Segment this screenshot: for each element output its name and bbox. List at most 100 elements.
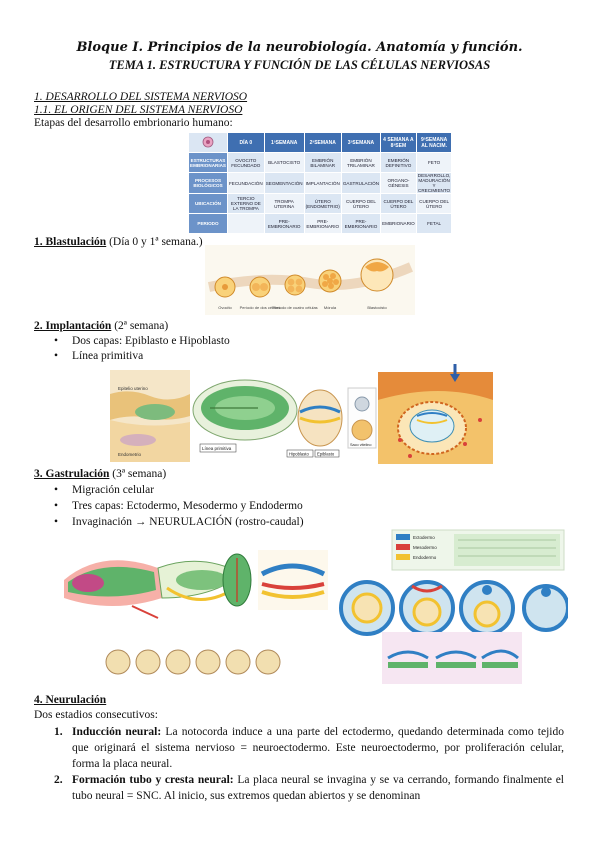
- table-cell: CUERPO DEL ÚTERO: [415, 193, 453, 214]
- table-cell: TROMPA UTERINA: [263, 193, 305, 214]
- bilaminar-section-panel: Hipoblasto Epiblasto: [286, 389, 343, 458]
- table-row: ESTRUCTURAS EMBRIONARIAS OVOCITO FECUNDA…: [188, 152, 453, 173]
- table-cell: DESARROLLO, MADURACIÓN Y CRECIMIENTO: [415, 172, 453, 194]
- table-cell: IMPLANTACIÓN: [303, 172, 342, 194]
- uterine-wall-panel: Epitelio uterino Endometrio: [110, 370, 190, 462]
- table-header-cell: 9ªSEMANA AL NACIM.: [415, 132, 453, 153]
- stage-label: Ovocito: [218, 305, 232, 310]
- embryonic-disc-panel: Línea primitiva: [192, 379, 298, 453]
- cross-section-panel: [382, 632, 522, 684]
- legend-label: Endodermo: [413, 555, 437, 560]
- neurulation-heading: 4. Neurulación: [34, 694, 106, 707]
- table-row-header: UBICACIÓN: [188, 193, 228, 214]
- stage-label: Mórula: [324, 305, 337, 310]
- implantation-diagram: Epitelio uterino Endometrio Línea primit…: [110, 364, 493, 464]
- table-cell: CUERPO DEL ÚTERO: [340, 193, 382, 214]
- morula-stage: [318, 269, 342, 293]
- blastulation-diagram: Ovocito Período de dos células Período d…: [205, 245, 415, 315]
- diagram-label: Línea primitiva: [202, 446, 232, 451]
- neurulation-intro: Dos estadios consecutivos:: [34, 709, 158, 721]
- neurulation-item: 1.Inducción neural: La notocorda induce …: [54, 724, 564, 772]
- gastrulation-title: 3. Gastrulación: [34, 468, 110, 480]
- diagram-label: Epitelio uterino: [118, 386, 148, 391]
- table-cell: ORGANO-GÉNESIS: [380, 172, 417, 194]
- table-cell: FETO: [415, 152, 453, 173]
- table-cell: GASTRULACIÓN: [340, 172, 382, 194]
- legend-swatch-endoderm: [396, 554, 410, 560]
- gastrulation-bullet: Invaginación → NEURULACIÓN (rostro-cauda…: [54, 516, 304, 529]
- table-cell: EMBRIONARIO: [380, 213, 417, 234]
- morula-series-panel: [105, 649, 281, 675]
- blastulation-title: 1. Blastulación: [34, 236, 107, 248]
- development-table: DÍA 0 1ªSEMANA 2ªSEMANA 3ªSEMANA 4 SEMAN…: [188, 132, 453, 234]
- table-cell: CUERPO DEL ÚTERO: [380, 193, 417, 214]
- table-header-cell: 3ªSEMANA: [340, 132, 382, 153]
- table-row: PROCESOS BIOLÓGICOS FECUNDACIÓN SEGMENTA…: [188, 172, 453, 194]
- section-heading: 1. DESARROLLO DEL SISTEMA NERVIOSO: [34, 91, 248, 103]
- implantation-bullet: Dos capas: Epiblasto e Hipoblasto: [54, 335, 230, 348]
- yolk-sac-panel: Saco vitelino: [347, 387, 377, 449]
- table-cell: EMBRIÓN DEFINITIVO: [380, 152, 417, 173]
- gastrulation-figure: Ectodermo Mesodermo Endodermo: [62, 528, 570, 688]
- item-number: 2.: [54, 774, 63, 786]
- table-cell: SEGMENTACIÓN: [263, 172, 305, 194]
- two-cell-stage: [249, 276, 271, 298]
- ovocyte-stage: [214, 276, 236, 298]
- block-title: Bloque I. Principios de la neurobiología…: [76, 40, 523, 55]
- table-cell: BLASTOCISTO: [263, 152, 305, 173]
- four-cell-stage: [284, 274, 306, 296]
- table-cell: FETAL: [415, 213, 453, 234]
- item-text: La placa neural se invagina y se va cerr…: [72, 774, 564, 802]
- table-row: UBICACIÓN TERCIO EXTERNO DE LA TROMPA TR…: [188, 193, 453, 214]
- gastrula-disc-panel: [64, 560, 162, 619]
- legend-label: Mesodermo: [413, 545, 437, 550]
- legend-swatch-mesoderm: [396, 544, 410, 550]
- section-subheading: 1.1. EL ORIGEN DEL SISTEMA NERVIOSO: [34, 104, 243, 116]
- table-cell: [226, 213, 265, 234]
- blastulation-figure: Ovocito Período de dos células Período d…: [205, 245, 415, 315]
- table-cell: PRE-EMBRIONARIO: [340, 213, 382, 234]
- table-header-cell: DÍA 0: [226, 132, 265, 153]
- neurulation-title: 4. Neurulación: [34, 694, 107, 706]
- implanted-blastocyst-panel: [378, 364, 493, 464]
- development-table-figure: DÍA 0 1ªSEMANA 2ªSEMANA 3ªSEMANA 4 SEMAN…: [188, 132, 453, 234]
- table-header-cell: 2ªSEMANA: [303, 132, 342, 153]
- stage-label: Blastocisto: [367, 305, 387, 310]
- item-text: La notocorda induce a una parte del ecto…: [72, 726, 564, 770]
- implantation-suffix: (2ª semana): [111, 320, 169, 332]
- implantation-figure: Epitelio uterino Endometrio Línea primit…: [110, 360, 495, 466]
- gastrulation-bullet: Tres capas: Ectodermo, Mesodermo y Endod…: [54, 500, 303, 513]
- stage-label: Período de dos células: [240, 305, 281, 310]
- neurulation-item: 2.Formación tubo y cresta neural: La pla…: [54, 772, 564, 804]
- table-cell: TERCIO EXTERNO DE LA TROMPA: [226, 193, 265, 214]
- table-header-row: DÍA 0 1ªSEMANA 2ªSEMANA 3ªSEMANA 4 SEMAN…: [188, 132, 453, 153]
- table-header-cell: 1ªSEMANA: [263, 132, 305, 153]
- diagram-label: Epiblasto: [317, 452, 335, 457]
- table-cell: PRE-EMBRIONARIO: [303, 213, 342, 234]
- table-header-cell: 4 SEMANA A 8ªSEM: [380, 132, 417, 153]
- diagram-label: Endometrio: [118, 452, 142, 457]
- stage-label: Período de cuatro células: [272, 305, 317, 310]
- gastrulation-bullet: Migración celular: [54, 484, 154, 497]
- blastulation-heading: 1. Blastulación (Día 0 y 1ª semana.): [34, 236, 203, 249]
- blastulation-suffix: (Día 0 y 1ª semana.): [106, 236, 203, 248]
- neural-fold-panel: [258, 550, 328, 610]
- blastocyst-stage: [360, 258, 394, 292]
- table-row-header: PERIODO: [188, 213, 228, 234]
- table-row: PERIODO PRE-EMBRIONARIO PRE-EMBRIONARIO …: [188, 213, 453, 234]
- table-cell: PRE-EMBRIONARIO: [263, 213, 305, 234]
- table-cell: ÚTERO (ENDOMETRIO): [303, 193, 342, 214]
- diagram-label: Saco vitelino: [350, 443, 372, 447]
- neurula-spheres-panel: [339, 580, 570, 636]
- legend-label: Ectodermo: [413, 535, 435, 540]
- item-number: 1.: [54, 726, 63, 738]
- germ-layer-legend: Ectodermo Mesodermo Endodermo: [391, 529, 565, 571]
- table-row-header: ESTRUCTURAS EMBRIONARIAS: [188, 152, 228, 173]
- implantation-heading: 2. Implantación (2ª semana): [34, 320, 168, 333]
- implantation-bullet: Línea primitiva: [54, 350, 143, 363]
- gastrulation-heading: 3. Gastrulación (3ª semana): [34, 468, 166, 481]
- table-corner-cell: [188, 132, 228, 153]
- section-intro: Etapas del desarrollo embrionario humano…: [34, 117, 233, 129]
- gastrulation-diagram: Ectodermo Mesodermo Endodermo: [64, 529, 570, 684]
